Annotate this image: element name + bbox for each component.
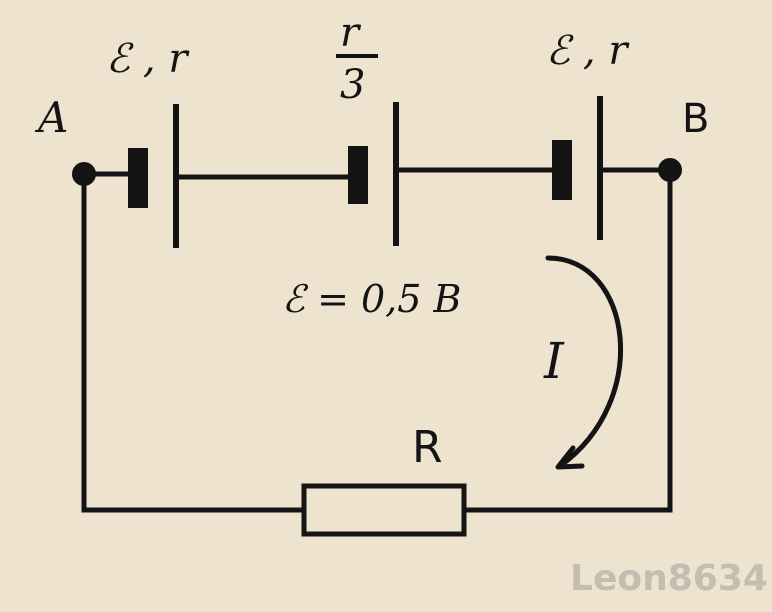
battery-3-label: ℰ , r xyxy=(546,28,630,74)
node-a-dot xyxy=(72,162,96,186)
battery-2-label-numerator: r xyxy=(340,10,362,56)
battery-2-label-denominator: 3 xyxy=(340,62,365,108)
node-b-label: B xyxy=(682,96,709,142)
node-a-label: A xyxy=(34,93,68,142)
wire-left-loop xyxy=(81,171,307,513)
watermark: Leon8634 xyxy=(570,558,768,599)
wire-right-loop xyxy=(461,167,673,513)
battery-2-negative-plate xyxy=(348,146,368,204)
node-b-dot xyxy=(658,158,682,182)
battery-1-negative-plate xyxy=(128,148,148,208)
current-arrow xyxy=(545,255,623,470)
wires xyxy=(81,167,673,513)
battery-1 xyxy=(128,104,179,248)
battery-1-label: ℰ , r xyxy=(106,36,190,82)
resistor xyxy=(301,483,467,537)
battery-3-negative-plate xyxy=(552,140,572,200)
current-arrow-head xyxy=(555,445,585,470)
battery-2-emf-label: ℰ = 0,5 B xyxy=(282,277,461,321)
battery-3 xyxy=(552,96,603,240)
current-arrow-curve xyxy=(545,255,623,469)
battery-2 xyxy=(348,102,399,246)
resistor-label: R xyxy=(412,422,443,473)
current-label: I xyxy=(543,332,565,390)
